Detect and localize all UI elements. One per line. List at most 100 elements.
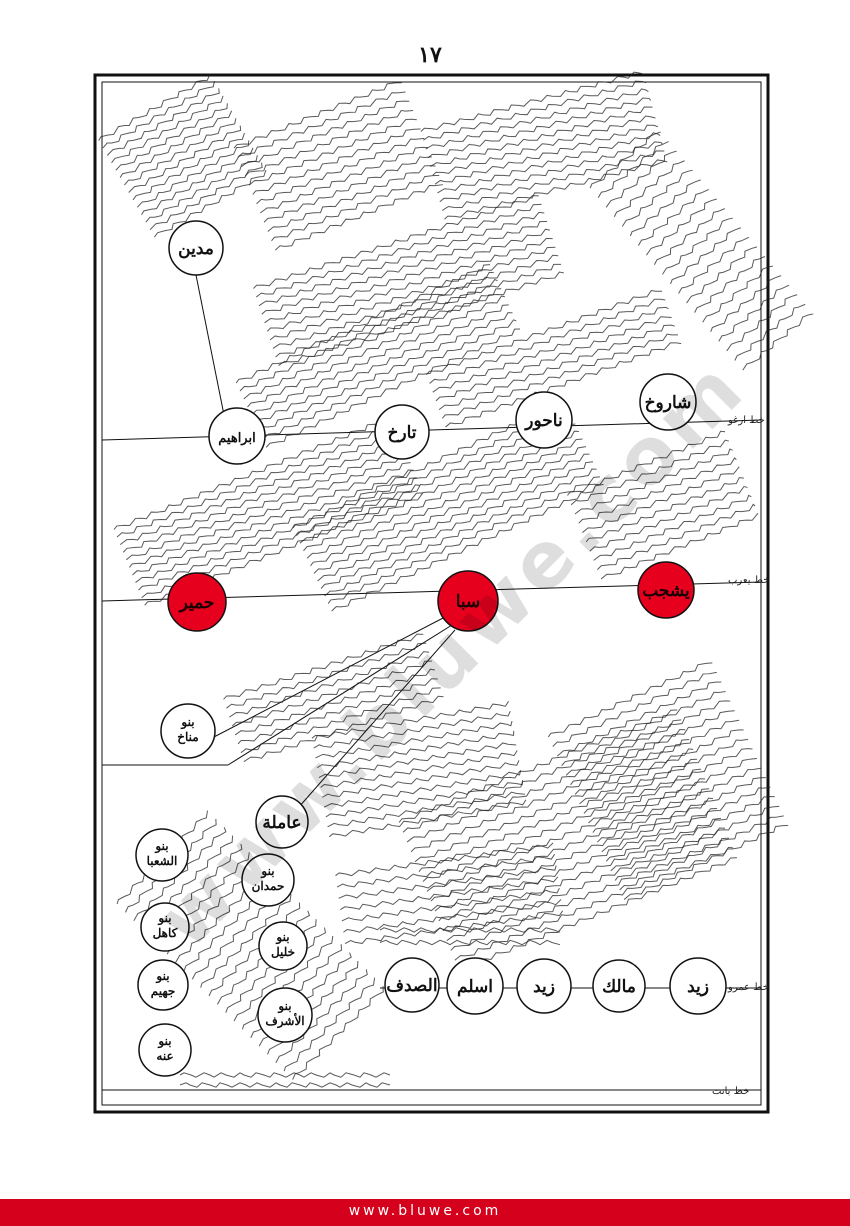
node-label: خليل [271, 945, 295, 959]
handwriting-stroke [662, 217, 733, 275]
node-circle [160, 703, 216, 759]
node-circle [167, 572, 227, 632]
node-label: مالك [602, 977, 636, 997]
node-circle [592, 959, 646, 1013]
handwriting-stroke [702, 265, 774, 323]
handwriting-stroke [233, 927, 327, 1022]
handwriting-stroke [567, 430, 726, 496]
node-malik: مالك [592, 959, 646, 1013]
handwriting-stroke [340, 876, 559, 911]
handwriting-stroke [589, 485, 748, 552]
handwriting-stroke [582, 466, 740, 533]
handwriting-stroke [241, 100, 410, 168]
footer-bar [0, 1199, 850, 1226]
handwriting-stroke [583, 738, 749, 814]
handwriting-stroke [442, 817, 722, 932]
handwriting-stroke [310, 438, 583, 567]
handwriting-stroke [111, 95, 224, 164]
connector-madyan-ibrahim [195, 274, 226, 421]
node-sharukh: شاروخ [639, 373, 697, 431]
handwriting-stroke [113, 416, 393, 530]
handwriting-stroke [331, 483, 604, 612]
page-number: ١٧ [418, 42, 442, 68]
handwriting-stroke [258, 312, 513, 432]
handwriting-stroke [734, 303, 806, 361]
handwriting-stroke [223, 633, 424, 700]
handwriting-stroke [320, 461, 594, 589]
footer-url-link[interactable]: www.bluwe.com [348, 1203, 502, 1219]
handwriting-stroke [226, 642, 427, 709]
handwriting-stroke [200, 894, 292, 988]
handwriting-stroke [283, 977, 376, 1072]
text-body-lines [98, 71, 814, 1088]
handwriting-stroke [429, 298, 666, 384]
handwriting-stroke [272, 254, 559, 349]
node-circle [138, 1023, 192, 1077]
handwriting-stroke [303, 423, 576, 552]
node-circle [258, 921, 308, 971]
handwriting-stroke [619, 815, 784, 891]
node-label: ابراهيم [218, 431, 255, 446]
handwriting-stroke [432, 115, 656, 176]
handwriting-stroke [208, 902, 301, 997]
handwriting-stroke [106, 88, 220, 156]
handwriting-stroke [126, 446, 405, 561]
node-label: جهيم [151, 984, 176, 999]
node-ibrahim: ابراهيم [208, 407, 266, 465]
handwriting-stroke [278, 271, 564, 366]
node-circle [208, 407, 266, 465]
handwriting-stroke [243, 695, 444, 763]
handwriting-stroke [432, 306, 669, 393]
node-label: اسلم [457, 977, 493, 997]
handwriting-stroke [149, 162, 263, 230]
handwriting-stroke [338, 865, 557, 899]
handwriting-stroke [336, 853, 556, 888]
handwriting-stroke [259, 146, 429, 214]
node-circle [135, 828, 189, 882]
handwriting-stroke [234, 668, 435, 736]
handwriting-stroke [601, 777, 766, 853]
node-label: زيد [687, 977, 709, 997]
handwriting-stroke [263, 156, 432, 223]
handwriting-stroke [570, 710, 735, 786]
inner-frame [101, 81, 762, 1106]
handwriting-stroke [275, 969, 368, 1064]
node-label: حمير [178, 593, 215, 613]
handwriting-stroke [318, 742, 517, 779]
handwriting-stroke [154, 169, 267, 238]
handwriting-stroke [613, 160, 685, 218]
handwriting-stroke [686, 246, 758, 304]
handwriting-stroke [726, 294, 798, 352]
handwriting-stroke [588, 748, 753, 824]
node-label: حمدان [252, 879, 285, 893]
node-label: عاملة [262, 813, 301, 833]
node-label: بنو [180, 715, 194, 730]
node-circle [437, 570, 499, 632]
node-label: مدين [178, 239, 214, 259]
outer-frame [93, 73, 770, 1114]
node-label: الشعبا [147, 854, 178, 868]
handwriting-stroke [252, 128, 421, 195]
handwriting-stroke [441, 150, 665, 211]
handwriting-stroke [578, 457, 737, 524]
handwriting-stroke [418, 758, 698, 872]
node-circle [384, 957, 440, 1013]
handwriting-stroke [119, 431, 399, 546]
handwriting-stroke [379, 939, 561, 946]
node-circle [515, 391, 573, 449]
node-circle [637, 561, 695, 619]
handwriting-stroke [406, 729, 686, 843]
handwriting-stroke [574, 448, 733, 515]
handwriting-stroke [742, 313, 814, 371]
handwriting-stroke [179, 1082, 391, 1088]
handwriting-stroke [670, 227, 742, 285]
node-label: عنه [156, 1049, 173, 1063]
node-al-sadaf: الصدف [384, 957, 440, 1013]
handwriting-stroke [320, 750, 518, 788]
